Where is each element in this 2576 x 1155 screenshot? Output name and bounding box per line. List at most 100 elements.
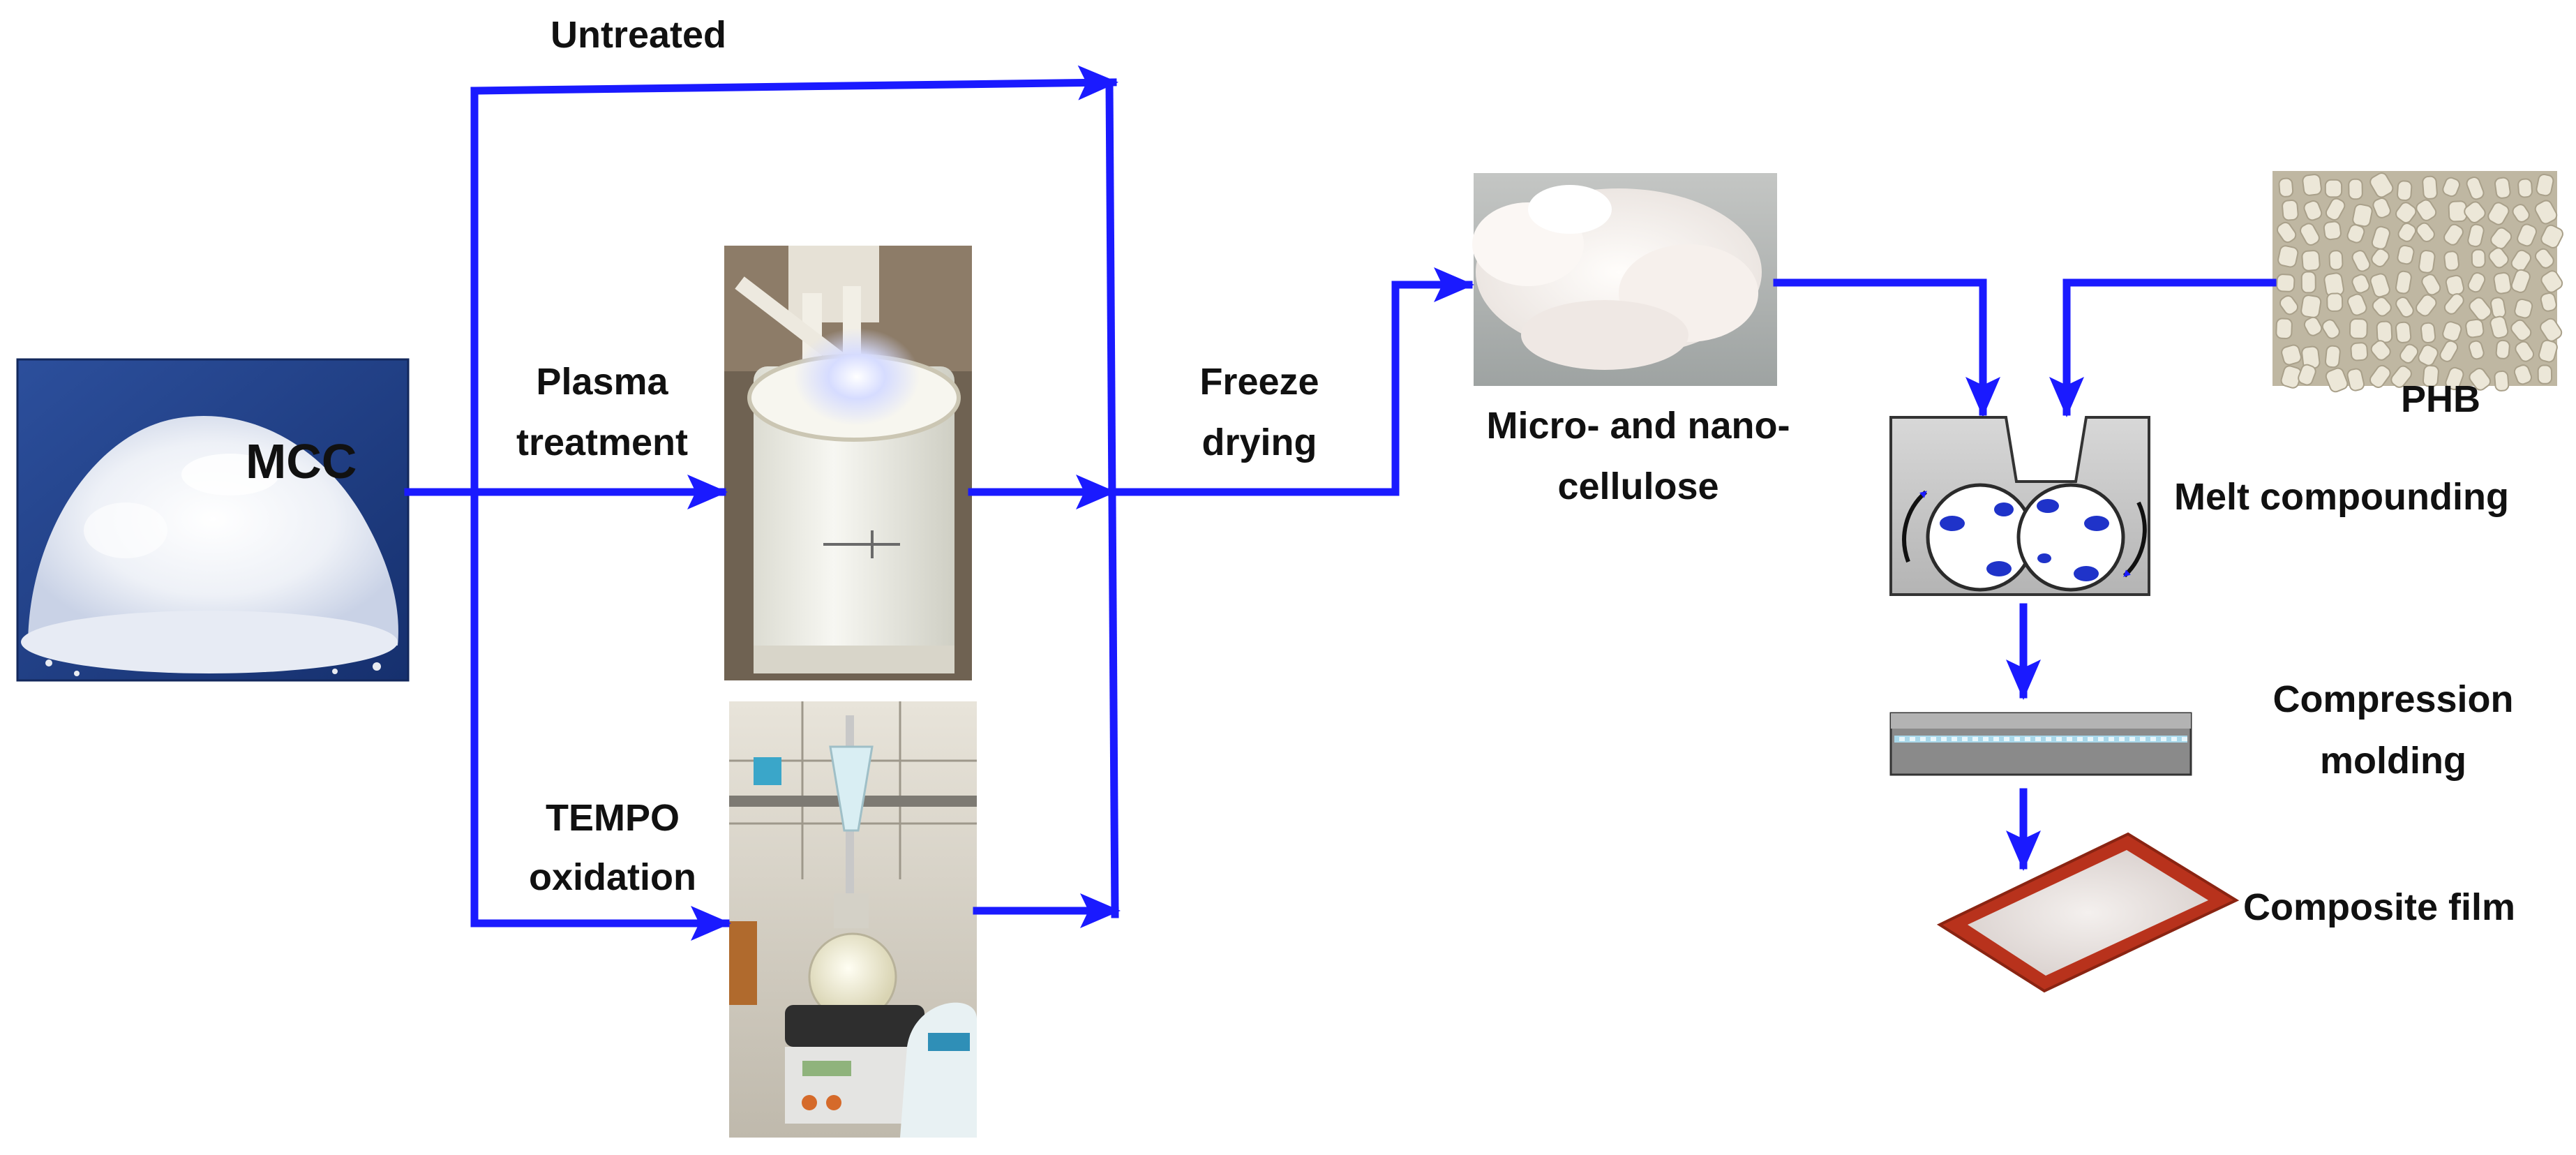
phb-pellet: [2325, 367, 2349, 393]
phb-pellet: [2371, 248, 2390, 267]
phb-pellet: [2277, 245, 2299, 268]
phb-pellet: [2534, 248, 2554, 269]
mcc-powder-photo: [16, 358, 410, 682]
press-plate-dot: [2004, 737, 2009, 741]
phb-pellet: [2302, 174, 2322, 196]
press-plate-dot: [2088, 737, 2093, 741]
plasma-label-line2: treatment: [516, 422, 688, 463]
phb-pellet: [2397, 244, 2415, 265]
press-plate-dot: [2140, 737, 2146, 741]
phb-pellet: [2517, 178, 2533, 198]
phb-pellet: [2397, 223, 2417, 242]
phb-pellet: [2349, 318, 2368, 339]
phb-pellet: [2300, 271, 2316, 294]
phb-pellet: [2514, 298, 2533, 319]
phb-pellet: [2512, 204, 2530, 223]
press-plate-dot: [2161, 737, 2166, 741]
phb-pellet: [2464, 201, 2486, 223]
press-plate-dot: [2098, 737, 2104, 741]
phb-pellet: [2372, 297, 2392, 317]
phb-pellet: [2395, 270, 2412, 295]
press-plate-dot: [1952, 737, 1957, 741]
phb-pellet: [2416, 222, 2435, 243]
phb-pellet: [2493, 271, 2512, 295]
phb-pellet: [2469, 368, 2492, 391]
plasma-label-line1: Plasma: [536, 361, 668, 403]
phb-pellet: [2422, 364, 2439, 387]
press-plate-dot: [1993, 737, 1999, 741]
composite-film-icon: [1936, 832, 2240, 993]
phb-pellet: [2536, 174, 2554, 197]
press-plate-dot: [1962, 737, 1968, 741]
phb-pellet: [2395, 202, 2417, 224]
phb-pellet: [2466, 177, 2485, 200]
phb-pellet: [2324, 179, 2343, 198]
phb-pellet: [2303, 316, 2323, 336]
press-plate-dot: [2046, 737, 2051, 741]
tempo-label-line2: oxidation: [529, 856, 696, 898]
press-plate-dot: [1899, 737, 1905, 741]
press-plate-dot: [2067, 737, 2072, 741]
phb-pellet: [2395, 321, 2412, 343]
cellulose-label-line1: Micro- and nano-: [1487, 405, 1790, 447]
phb-pellet: [2376, 320, 2393, 343]
phb-pellet: [2442, 321, 2462, 342]
plasma-reactor-photo: [724, 246, 972, 680]
phb-pellet: [2513, 364, 2532, 385]
freeze-drying-label-line2: drying: [1201, 422, 1317, 463]
compression-press-icon: [1889, 712, 2192, 776]
press-plate-dot: [2025, 737, 2030, 741]
phb-pellet: [2510, 269, 2531, 293]
phb-pellet: [2517, 223, 2538, 247]
phb-pellet: [2300, 223, 2320, 246]
phb-pellet: [2348, 178, 2363, 200]
press-plate-dot: [1972, 737, 1978, 741]
freeze-drying-arrow: [1107, 267, 1474, 496]
press-plate-dot: [1983, 737, 1989, 741]
phb-pellet: [2303, 200, 2323, 221]
phb-pellet: [2282, 200, 2299, 221]
phb-pellet: [2439, 340, 2459, 362]
phb-pellet: [2540, 292, 2557, 312]
phb-pellet: [2279, 295, 2298, 315]
phb-pellet: [2467, 271, 2486, 293]
phb-pellet: [2467, 223, 2485, 248]
tempo-oxidation-setup-photo: [729, 701, 977, 1138]
press-plate-dot: [2077, 737, 2083, 741]
phb-pellet: [2494, 370, 2510, 392]
phb-pellet: [2445, 366, 2464, 391]
phb-pellet: [2328, 250, 2344, 271]
phb-pellet: [2469, 297, 2492, 321]
flow-arrows: [404, 65, 2277, 941]
compression-label-line2: molding: [2320, 740, 2466, 782]
cellulose-feed-arrow: [1773, 278, 2000, 417]
phb-pellet: [2371, 225, 2390, 250]
phb-pellet: [2490, 227, 2513, 250]
phb-pellet: [2278, 177, 2294, 198]
untreated-arrow: [470, 65, 1118, 100]
phb-pellet: [2399, 343, 2419, 364]
phb-pellet: [2537, 364, 2553, 385]
phb-pellet: [2416, 294, 2437, 317]
press-plate-dot: [1910, 737, 1915, 741]
press-plate-dot: [2182, 737, 2187, 741]
phb-pellet: [2515, 341, 2535, 362]
phb-pellet: [2494, 177, 2511, 199]
press-plate-dot: [2056, 737, 2062, 741]
phb-pellet: [2442, 177, 2461, 198]
phb-pellet: [2369, 273, 2390, 298]
phb-pellet: [2443, 293, 2464, 315]
phb-pellet: [2465, 318, 2485, 338]
phb-pellet: [2321, 319, 2340, 339]
phb-feed-arrow: [2049, 278, 2277, 417]
phb-pellet: [2418, 344, 2439, 366]
phb-pellet: [2540, 270, 2563, 293]
phb-pellet: [2370, 340, 2391, 361]
phb-pellet: [2323, 221, 2342, 241]
phb-pellet: [2422, 175, 2438, 200]
phb-label: PHB: [2401, 378, 2480, 420]
phb-pellet: [2326, 292, 2344, 312]
freeze-drying-label-line1: Freeze: [1199, 361, 1319, 403]
melt-compounding-label: Melt compounding: [2174, 476, 2509, 518]
phb-pellet: [2471, 248, 2486, 269]
